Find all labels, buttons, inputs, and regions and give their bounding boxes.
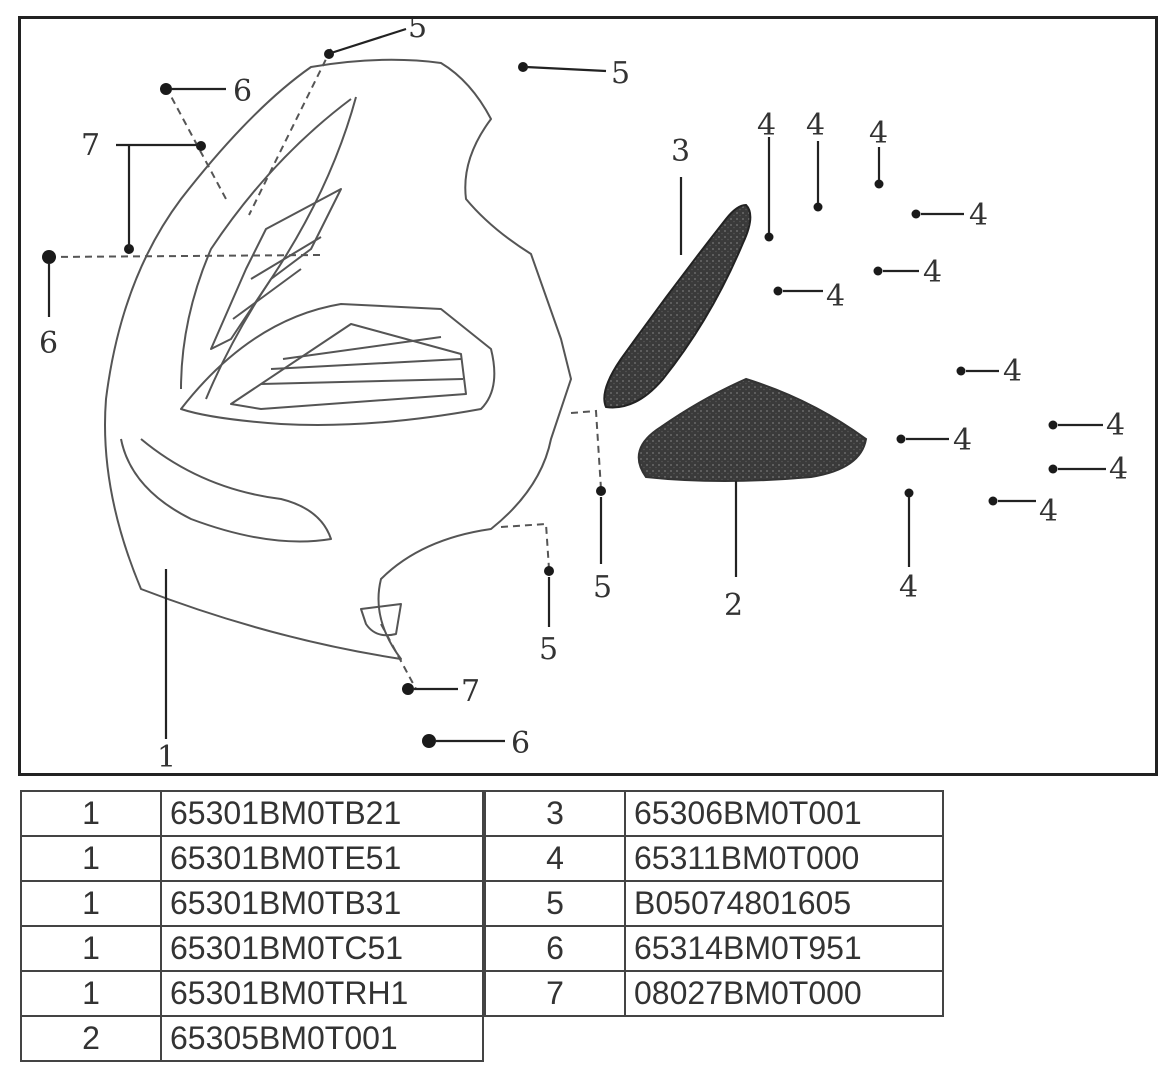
callout-5: 5	[539, 632, 558, 667]
table-row: 1 65301BM0TC51	[20, 925, 484, 972]
callout-4: 4	[923, 255, 942, 290]
callout-4: 4	[826, 279, 845, 314]
ref-number: 7	[484, 970, 626, 1017]
part-number: 65301BM0TB21	[160, 790, 484, 837]
callout-4: 4	[1106, 408, 1125, 443]
callout-4: 4	[806, 108, 825, 143]
callout-4: 4	[869, 116, 888, 151]
callout-2: 2	[724, 588, 743, 623]
leader-lines	[47, 27, 1106, 743]
table-row: 4 65311BM0T000	[484, 835, 944, 882]
callout-4: 4	[757, 108, 776, 143]
callout-4: 4	[899, 570, 918, 605]
ref-number: 5	[484, 880, 626, 927]
part-number: 65301BM0TE51	[160, 835, 484, 882]
part-number: 65314BM0T951	[624, 925, 944, 972]
ref-number: 3	[484, 790, 626, 837]
table-row: 1 65301BM0TB31	[20, 880, 484, 927]
table-row: 1 65301BM0TB21	[20, 790, 484, 837]
part-number: 08027BM0T000	[624, 970, 944, 1017]
table-row: 1 65301BM0TE51	[20, 835, 484, 882]
table-row: 7 08027BM0T000	[484, 970, 944, 1017]
callout-5: 5	[611, 56, 630, 91]
part-number: 65311BM0T000	[624, 835, 944, 882]
front-cowl-part-1	[104, 58, 572, 660]
ref-number: 2	[20, 1015, 162, 1062]
callout-6: 6	[511, 726, 530, 761]
part-number: B05074801605	[624, 880, 944, 927]
callout-7: 7	[81, 128, 100, 163]
callout-4: 4	[1003, 354, 1022, 389]
exploded-parts-diagram: 5 5 6 7 6 3 4 4 4 4 4 4 4 4 4 4 4 4 5 2 …	[18, 16, 1158, 776]
ref-number: 1	[20, 835, 162, 882]
callout-6: 6	[233, 74, 252, 109]
callout-1: 1	[157, 740, 176, 775]
callout-5: 5	[593, 570, 612, 605]
callout-4: 4	[953, 423, 972, 458]
callout-7: 7	[461, 674, 480, 709]
callout-5: 5	[408, 19, 427, 45]
ref-number: 1	[20, 880, 162, 927]
part-number: 65301BM0TB31	[160, 880, 484, 927]
table-row: 6 65314BM0T951	[484, 925, 944, 972]
panel-part-2	[637, 377, 868, 482]
ref-number: 4	[484, 835, 626, 882]
callout-labels: 5 5 6 7 6 3 4 4 4 4 4 4 4 4 4 4 4 4 5 2 …	[39, 19, 1128, 775]
table-row: 5 B05074801605	[484, 880, 944, 927]
part-number: 65306BM0T001	[624, 790, 944, 837]
fastener-markers	[42, 49, 1058, 748]
callout-4: 4	[969, 198, 988, 233]
callout-4: 4	[1109, 452, 1128, 487]
parts-list-right: 3 65306BM0T001 4 65311BM0T000 5 B0507480…	[484, 790, 944, 1017]
ref-number: 6	[484, 925, 626, 972]
part-number: 65305BM0T001	[160, 1015, 484, 1062]
callout-6: 6	[39, 326, 58, 361]
table-row: 1 65301BM0TRH1	[20, 970, 484, 1017]
callout-3: 3	[671, 134, 690, 169]
callout-4: 4	[1039, 494, 1058, 529]
part-number: 65301BM0TRH1	[160, 970, 484, 1017]
table-row: 3 65306BM0T001	[484, 790, 944, 837]
assembly-lines	[48, 48, 602, 690]
strip-part-3	[603, 203, 752, 409]
parts-list-left: 1 65301BM0TB21 1 65301BM0TE51 1 65301BM0…	[20, 790, 484, 1062]
ref-number: 1	[20, 925, 162, 972]
part-number: 65301BM0TC51	[160, 925, 484, 972]
ref-number: 1	[20, 970, 162, 1017]
ref-number: 1	[20, 790, 162, 837]
table-row: 2 65305BM0T001	[20, 1015, 484, 1062]
